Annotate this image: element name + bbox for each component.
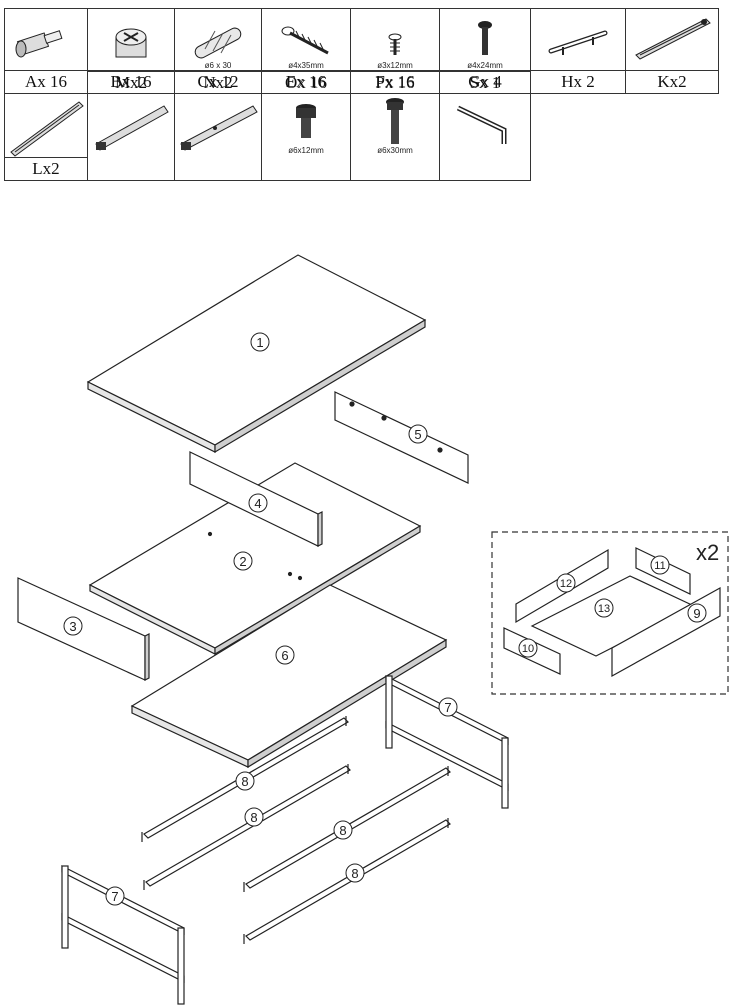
hex-bolt-icon (296, 104, 316, 138)
hardware-cell-h: Hx 2 (530, 8, 626, 94)
wood-screw-icon (281, 26, 329, 55)
drawer-slide-icon (10, 101, 84, 157)
hardware-label: Px 16 (351, 71, 439, 94)
hardware-label: Fx 16 (351, 70, 439, 93)
hardware-label: Ax 16 (5, 70, 87, 93)
hardware-size: ø3x12mm (377, 61, 413, 70)
hardware-cell-l: Lx2 (4, 93, 88, 181)
hardware-size: ø6x30mm (377, 146, 413, 155)
allen-key-icon (456, 105, 507, 144)
drawer-quantity-label: x2 (696, 540, 719, 565)
hardware-label: Lx2 (5, 157, 87, 180)
part-number-7-left: 7 (111, 889, 118, 904)
hardware-label: Cx 12 (175, 70, 261, 93)
part-number-12: 12 (560, 578, 572, 590)
hardware-table: Ax 16 Bx 16 ø6 x 30 Cx 12 (4, 8, 719, 181)
drawer-slide-icon (180, 105, 258, 151)
cam-lock-icon (115, 28, 147, 58)
panel-5 (334, 391, 469, 484)
part-number-8-a: 8 (241, 774, 248, 789)
leg-frame-7-left (61, 865, 185, 1005)
part-number-8-d: 8 (351, 866, 358, 881)
part-number-7-right: 7 (444, 700, 451, 715)
panel-6 (130, 584, 448, 769)
part-number-4: 4 (254, 496, 261, 511)
hardware-label: Nx2 (175, 71, 261, 94)
part-number-11: 11 (654, 560, 665, 572)
hardware-size: ø4x24mm (467, 61, 503, 70)
leg-frame-7-right (385, 675, 509, 809)
wooden-dowel-icon (194, 27, 242, 59)
bar-handle-icon (548, 30, 608, 55)
part-number-9: 9 (693, 606, 700, 621)
hardware-label: Sx 1 (440, 71, 530, 94)
hardware-cell-o: ø6x12mm Ox 16 (261, 71, 351, 181)
hardware-label: Ox 16 (262, 71, 350, 94)
part-number-8-b: 8 (250, 810, 257, 825)
hardware-cell-g: ø4x24mm Gx 4 (439, 8, 531, 94)
part-number-5: 5 (414, 427, 421, 442)
part-number-6: 6 (281, 648, 288, 663)
panel-2 (88, 462, 422, 656)
hardware-label: Hx 2 (531, 70, 625, 93)
part-number-13: 13 (598, 603, 610, 615)
drawer-slide-icon (635, 18, 711, 60)
rail-8-d (243, 818, 451, 944)
hardware-cell-a: Ax 16 (4, 8, 88, 94)
exploded-assembly-diagram: 1 5 4 2 3 6 7 7 8 8 8 8 9 10 11 12 13 x2 (17, 254, 729, 1005)
hardware-cell-b: Bx 16 (87, 8, 175, 94)
hardware-cell-f: ø3x12mm Fx 16 (350, 8, 440, 94)
hardware-cell-e: ø4x35mm Ex 16 (261, 8, 351, 94)
hardware-label: Mx2 (88, 71, 174, 94)
long-hex-bolt-icon (386, 98, 404, 144)
rail-8-b (143, 764, 351, 890)
hardware-label: Bx 16 (88, 70, 174, 93)
hardware-label: Kx2 (626, 70, 718, 93)
handle-screw-icon (478, 21, 492, 55)
hardware-label: Ex 16 (262, 70, 350, 93)
part-number-2: 2 (239, 554, 246, 569)
drawer-slide-icon (95, 105, 169, 151)
part-number-3: 3 (69, 619, 76, 634)
hardware-cell-n: Nx2 (174, 71, 262, 181)
hardware-cell-k: Kx2 (625, 8, 719, 94)
hardware-size: ø4x35mm (288, 61, 324, 70)
part-number-8-c: 8 (339, 823, 346, 838)
hardware-cell-m: Mx2 (87, 71, 175, 181)
hardware-label: Gx 4 (440, 70, 530, 93)
hardware-cell-p: ø6x30mm Px 16 (350, 71, 440, 181)
hardware-cell-s: Sx 1 (439, 71, 531, 181)
hardware-size: ø6x12mm (288, 146, 324, 155)
part-number-1: 1 (256, 335, 263, 350)
part-number-10: 10 (522, 643, 534, 655)
cam-bolt-icon (15, 30, 63, 58)
hardware-size: ø6 x 30 (204, 61, 232, 70)
short-screw-icon (388, 33, 402, 55)
